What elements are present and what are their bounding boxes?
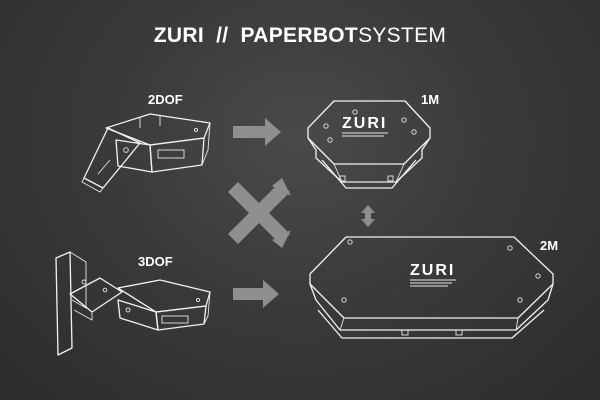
- arrow-3dof-to-2m: [233, 280, 279, 308]
- title-product-rest: SYSTEM: [358, 24, 446, 47]
- logo-2m: ZURI: [410, 262, 455, 279]
- title-product-bold: PAPERBOT: [241, 24, 359, 47]
- label-2dof: 2DOF: [148, 92, 183, 107]
- module-3dof-drawing: [55, 251, 211, 356]
- base-2m-drawing: ZURI: [309, 236, 554, 339]
- label-2m: 2M: [540, 238, 558, 253]
- base-1m-drawing: ZURI: [307, 100, 431, 189]
- cross-connection-icon: [228, 178, 291, 248]
- title-brand: ZURI: [154, 24, 204, 47]
- label-3dof: 3DOF: [138, 254, 173, 269]
- label-1m: 1M: [421, 92, 439, 107]
- module-2dof-drawing: [81, 113, 211, 193]
- diagram-title: ZURI // PAPERBOTSYSTEM: [154, 24, 446, 47]
- logo-1m: ZURI: [342, 115, 387, 132]
- arrow-2dof-to-1m: [233, 118, 281, 146]
- title-separator: //: [216, 24, 228, 47]
- double-arrow-1m-2m: [361, 205, 375, 227]
